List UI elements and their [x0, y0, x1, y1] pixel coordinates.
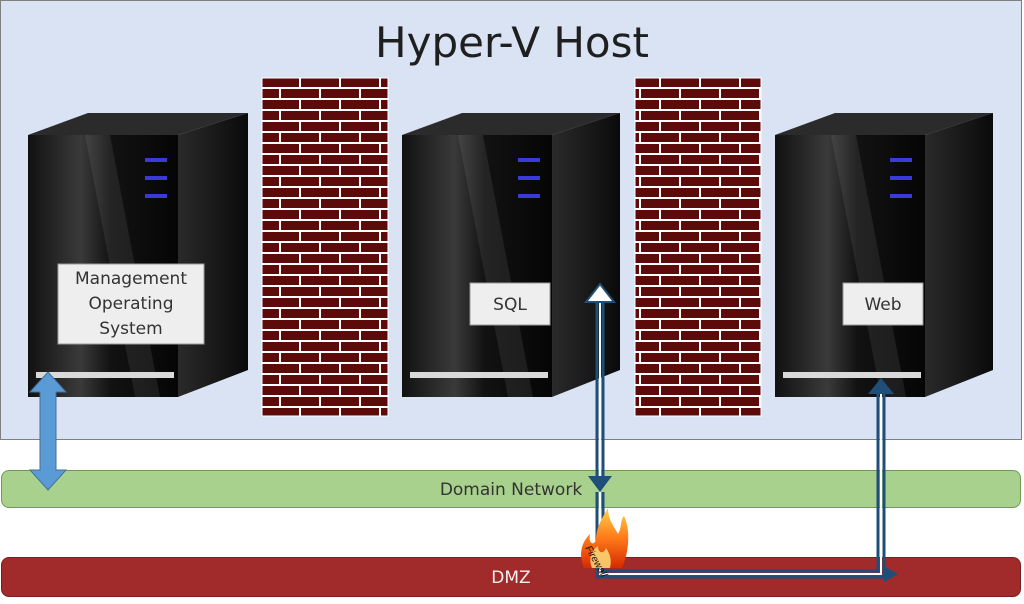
server-led-icon	[890, 194, 912, 198]
server-led-icon	[145, 158, 167, 162]
web-label-box	[842, 282, 924, 326]
brick-wall-firewall-left	[261, 77, 389, 417]
sql-domain-arrow	[583, 282, 617, 492]
server-led-icon	[518, 176, 540, 180]
server-led-icon	[890, 158, 912, 162]
sql-label-box	[469, 282, 551, 326]
brick-wall-firewall-right	[634, 77, 762, 417]
server-led-icon	[518, 158, 540, 162]
server-led-icon	[145, 176, 167, 180]
web-label: Web	[864, 295, 901, 315]
management-label-line-1: Management	[75, 269, 187, 289]
server-led-icon	[890, 176, 912, 180]
management-label-line-3: System	[99, 319, 162, 339]
server-led-icon	[518, 194, 540, 198]
domain-network-band: Domain Network	[1, 470, 1021, 508]
management-domain-arrow	[28, 371, 68, 491]
server-led-icon	[145, 194, 167, 198]
firewall-icon	[581, 508, 629, 568]
server-sql	[402, 113, 620, 397]
management-label-box	[57, 263, 205, 345]
server-management-os	[28, 113, 248, 397]
sql-label: SQL	[493, 295, 527, 315]
server-web	[775, 113, 993, 397]
management-label-line-2: Operating	[89, 294, 174, 314]
host-title: Hyper-V Host	[375, 18, 649, 67]
